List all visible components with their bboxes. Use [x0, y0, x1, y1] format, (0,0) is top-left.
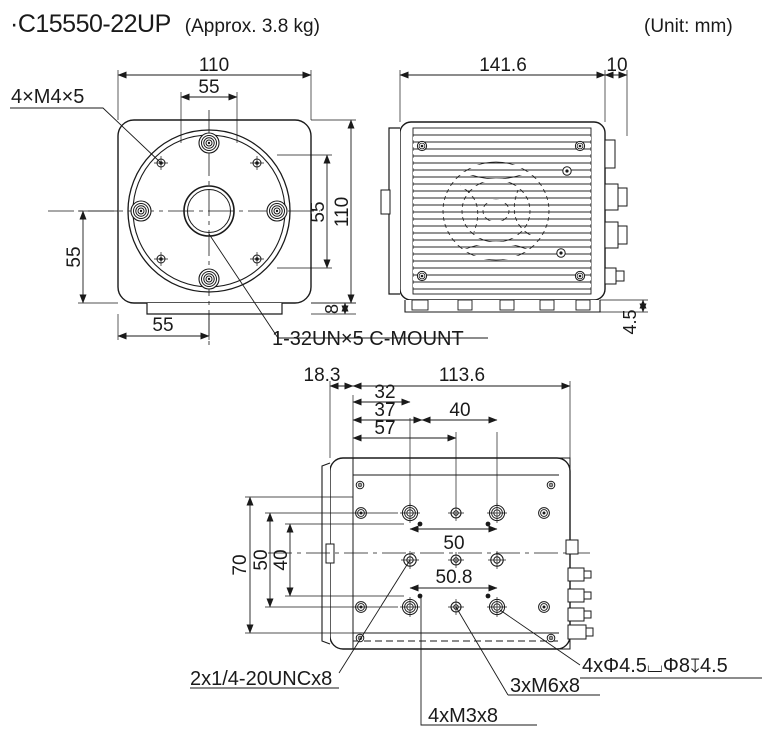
dim-connector-depth: 10: [606, 55, 627, 76]
bottom-view: 18.3 113.6 32 37 57 40 50 50.8: [190, 365, 762, 727]
bottom-front-tab: [325, 543, 335, 564]
callout-m6-holes: 3xM6x8: [510, 675, 580, 697]
side-screw: [574, 270, 586, 282]
bottom-corner-screw: [546, 480, 556, 490]
dim-foot-height: 4.5: [620, 309, 640, 334]
leader-line: [338, 559, 411, 674]
connector: [604, 183, 628, 211]
connector: [604, 221, 628, 249]
drawing-title-row: ·C15550-22UP (Approx. 3.8 kg): [10, 10, 320, 39]
callout-m3-holes: 4xM3x8: [428, 705, 498, 727]
side-screw-center: [565, 169, 569, 173]
dim-bottom-front-offset: 18.3: [304, 365, 341, 386]
side-front-plate: [388, 127, 400, 295]
dim-front-width: 110: [199, 55, 229, 76]
connector: [565, 539, 579, 555]
front-mount-screw: [198, 268, 220, 290]
ext-line: [265, 512, 398, 608]
ext-line: [277, 154, 332, 269]
connector: [604, 267, 625, 285]
side-feet: [411, 299, 591, 311]
dim-50-8: 50.8: [436, 567, 473, 588]
dim-side-length: 141.6: [479, 55, 527, 76]
callout-clearance-holes: 4xΦ4.5⌴Φ8↧4.5: [582, 655, 728, 677]
weight-annotation: (Approx. 3.8 kg): [184, 16, 320, 37]
leader-line: [10, 107, 162, 164]
connector: [567, 588, 592, 603]
front-mount-screw: [266, 200, 288, 222]
dim-front-left: 55: [64, 246, 85, 267]
side-cooling-fins-top: [413, 134, 591, 290]
side-screw: [416, 140, 428, 152]
front-foot: [146, 303, 283, 315]
dim-40: 40: [449, 400, 470, 421]
ext-line: [329, 381, 571, 505]
fin-occlusion: [413, 136, 591, 288]
dim-foot-thickness: 8: [322, 304, 342, 314]
callout-unc-holes: 2x1/4-20UNCx8: [190, 668, 332, 690]
dim-front-bolt-x: 55: [198, 77, 219, 98]
dim-50: 50: [443, 533, 464, 554]
front-view: 110 55 110 55 55 8 55 4×M4×5 1-3: [10, 55, 488, 350]
ext-line: [180, 92, 238, 143]
side-screw: [416, 270, 428, 282]
side-screw: [574, 140, 586, 152]
dim-v40: 40: [271, 549, 292, 570]
dim-front-bottom: 55: [152, 315, 173, 336]
bottom-corner-screw: [355, 480, 365, 490]
ext-line: [285, 523, 404, 597]
connector: [567, 607, 592, 622]
bottom-hole-m3: [485, 593, 491, 599]
side-view: 141.6 10 4.5: [380, 55, 648, 335]
side-screw-center: [559, 251, 563, 255]
page-title: ·C15550-22UP: [10, 10, 171, 38]
dim-32: 32: [374, 382, 395, 403]
bottom-corner-screw: [538, 601, 550, 613]
leader-line: [208, 233, 488, 339]
dim-v50: 50: [251, 549, 272, 570]
front-mount-screw: [198, 132, 220, 154]
callout-c-mount: 1-32UN×5 C-MOUNT: [272, 328, 464, 350]
bottom-hole-m3: [417, 593, 423, 599]
leader-line: [455, 606, 509, 696]
dim-57: 57: [374, 418, 395, 439]
front-mount-screw: [130, 200, 152, 222]
bottom-hole-m3: [485, 521, 491, 527]
connector: [567, 624, 594, 640]
connector: [604, 139, 616, 169]
dim-70: 70: [230, 554, 251, 575]
connector: [567, 567, 592, 582]
side-front-tab: [380, 189, 391, 215]
unit-annotation: (Unit: mm): [644, 16, 733, 37]
callout-m4-holes: 4×M4×5: [11, 86, 84, 108]
dim-37: 37: [374, 400, 395, 421]
ext-line: [245, 496, 353, 634]
bottom-hole-m3: [417, 521, 423, 527]
ext-line: [399, 70, 628, 136]
dim-bottom-length: 113.6: [439, 365, 485, 386]
dim-front-height: 110: [332, 197, 353, 227]
bottom-corner-screw: [538, 507, 550, 519]
bottom-corner-screw: [546, 633, 556, 643]
dim-front-bolt-y: 55: [308, 201, 329, 222]
leader-line: [499, 609, 581, 666]
